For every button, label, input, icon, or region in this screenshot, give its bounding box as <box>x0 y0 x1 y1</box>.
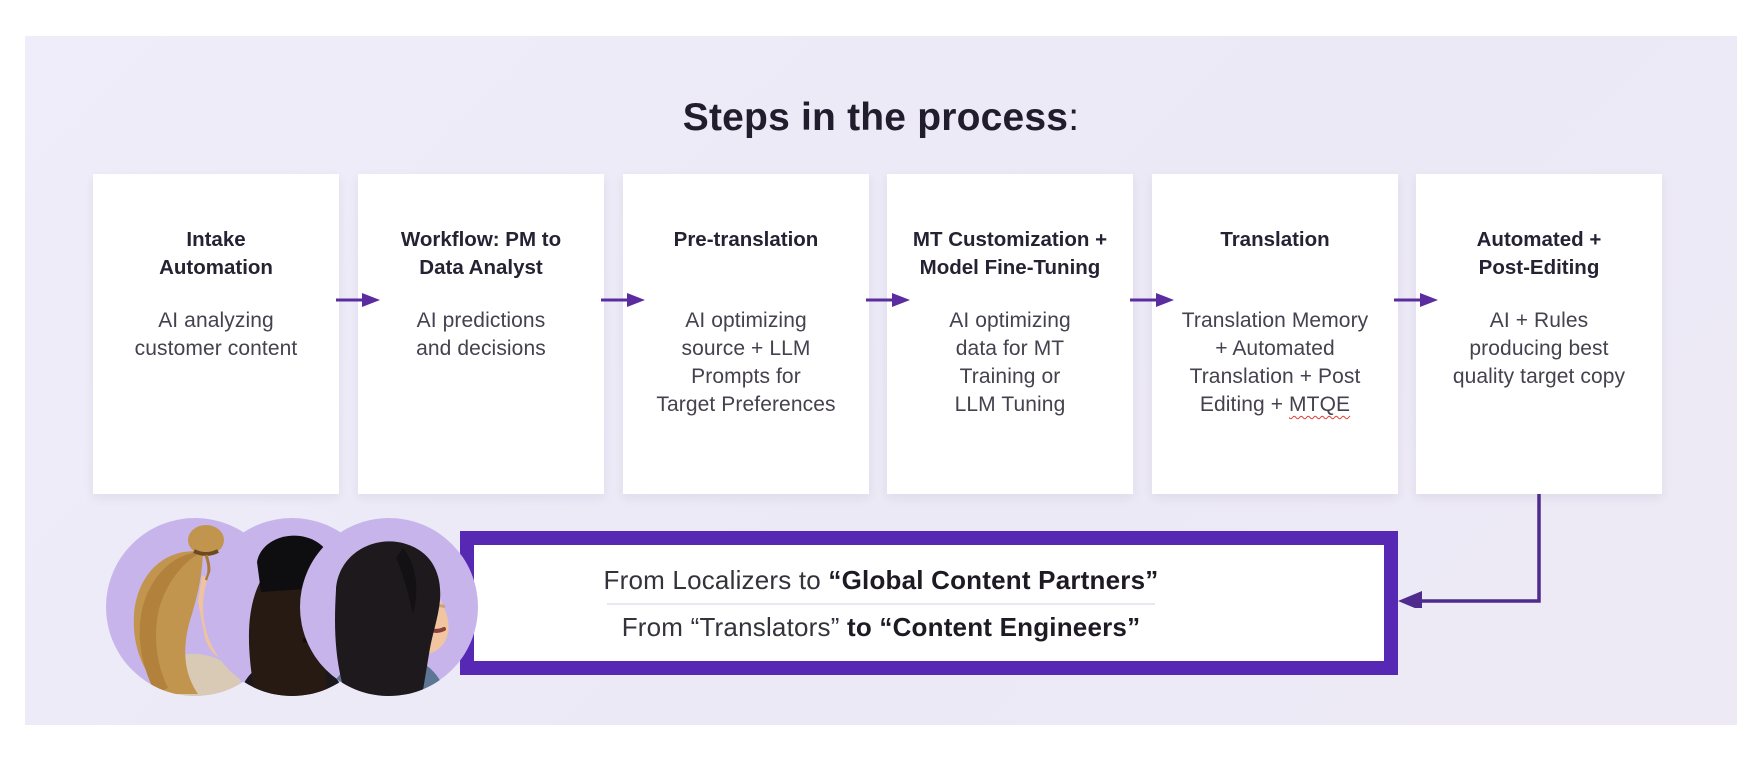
step-description: AI + Rules producing best quality target… <box>1452 309 1626 388</box>
page-title-colon: : <box>1068 96 1080 139</box>
step-card-workflow-pm-to-data-analyst: Workflow: PM to Data Analyst AI predicti… <box>358 174 604 494</box>
spellchecked-word: MTQE <box>1289 393 1351 416</box>
step-title: MT Customization + Model Fine-Tuning <box>912 228 1108 279</box>
right-arrow-icon <box>1394 293 1438 307</box>
step-card-intake-automation: Intake Automation AI analyzing customer … <box>93 174 339 494</box>
step-description: AI predictions and decisions <box>416 309 546 360</box>
step-description-text: Translation Memory + Automated Translati… <box>1181 309 1369 416</box>
transformation-banner-text: From Localizers to “Global Content Partn… <box>0 548 1762 660</box>
banner-line-2: From “Translators” to “Content Engineers… <box>622 612 1141 643</box>
right-arrow-icon <box>866 293 910 307</box>
right-arrow-icon <box>1130 293 1174 307</box>
page-title-text: Steps in the process <box>682 96 1069 139</box>
step-card-translation: Translation Translation Memory + Automat… <box>1152 174 1398 494</box>
step-title: Automated + Post-Editing <box>1476 228 1602 279</box>
step-description: Translation Memory + Automated Translati… <box>1162 307 1388 419</box>
banner-line-2-bold: to “Content Engineers” <box>847 612 1141 642</box>
step-title: Pre-translation <box>673 228 819 251</box>
banner-line-1-regular: From Localizers to <box>603 565 829 595</box>
step-card-pre-translation: Pre-translation AI optimizing source + L… <box>623 174 869 494</box>
step-card-mt-customization: MT Customization + Model Fine-Tuning AI … <box>887 174 1133 494</box>
elbow-down-left-arrow-icon <box>1398 494 1541 608</box>
step-description: AI optimizing data for MT Training or LL… <box>949 309 1071 416</box>
banner-line-1-bold: “Global Content Partners” <box>828 565 1159 595</box>
right-arrow-icon <box>336 293 380 307</box>
step-description: AI analyzing customer content <box>134 309 298 360</box>
step-title: Intake Automation <box>159 228 273 279</box>
page-title: Steps in the process: <box>0 96 1762 140</box>
banner-divider <box>607 603 1155 605</box>
step-description: AI optimizing source + LLM Prompts for T… <box>656 309 836 416</box>
step-title: Workflow: PM to Data Analyst <box>400 228 562 279</box>
step-card-automated-post-editing: Automated + Post-Editing AI + Rules prod… <box>1416 174 1662 494</box>
avatar-woman-black-bob <box>300 518 478 696</box>
banner-line-1: From Localizers to “Global Content Partn… <box>604 565 1159 596</box>
banner-line-2-regular: From “Translators” <box>621 612 847 642</box>
right-arrow-icon <box>601 293 645 307</box>
step-title: Translation <box>1220 228 1330 251</box>
